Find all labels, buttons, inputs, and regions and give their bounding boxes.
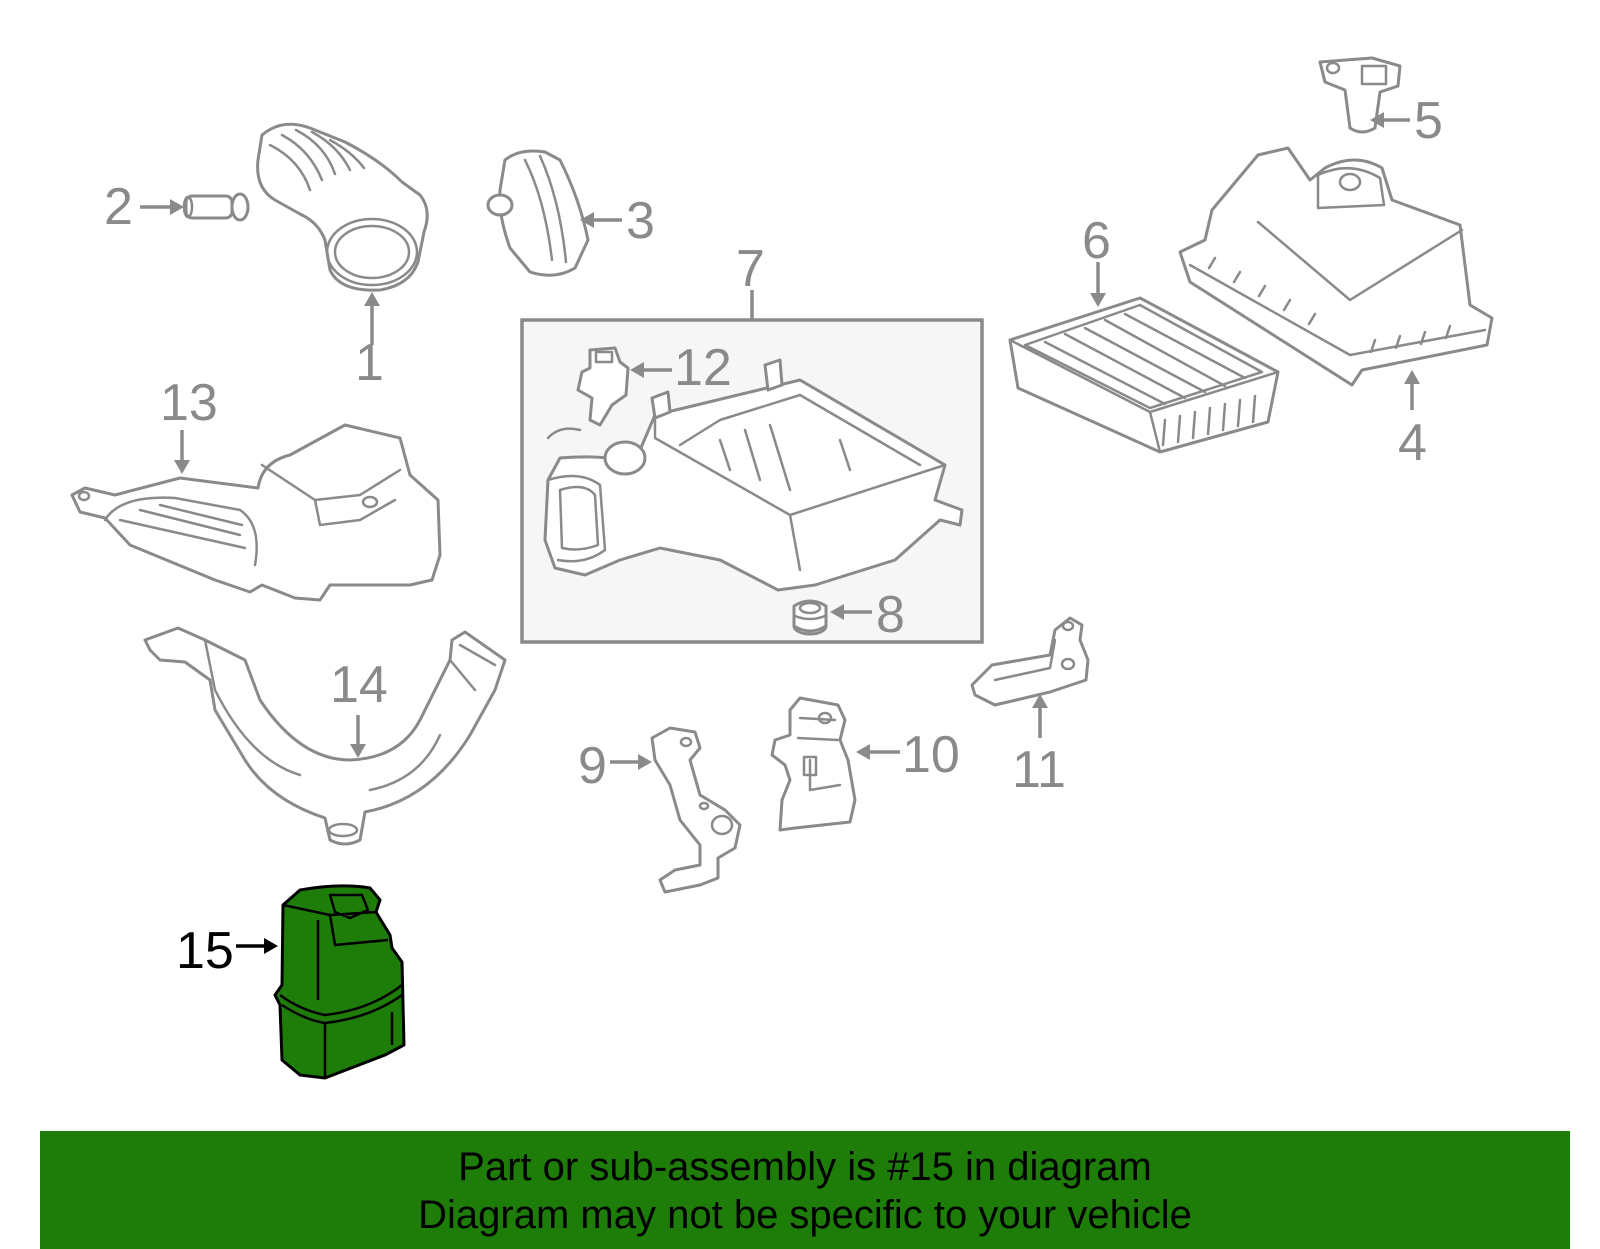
leader-4 [1404, 370, 1420, 410]
part-6-air-filter[interactable] [1008, 296, 1280, 454]
part-3-resonator[interactable] [486, 149, 590, 277]
leader-15 [236, 938, 278, 954]
part-4-cleaner-cover[interactable] [1178, 146, 1494, 387]
label-2: 2 [104, 178, 133, 236]
leader-12 [630, 362, 672, 378]
part-15-resonator-highlighted[interactable] [273, 884, 406, 1080]
part-9-bracket[interactable] [650, 726, 742, 894]
leader-8 [830, 604, 872, 620]
part-7-cleaner-case[interactable] [543, 358, 964, 592]
leader-1 [364, 292, 380, 345]
part-12-sensor[interactable] [576, 346, 630, 427]
part-10-bracket[interactable] [770, 696, 857, 832]
label-13: 13 [160, 374, 218, 432]
label-1: 1 [355, 334, 384, 392]
label-10: 10 [902, 726, 960, 784]
leader-2 [140, 199, 184, 215]
label-12: 12 [674, 339, 732, 397]
label-14: 14 [330, 656, 388, 714]
leader-10 [856, 744, 900, 760]
label-4: 4 [1398, 414, 1427, 472]
label-8: 8 [876, 586, 905, 644]
label-11: 11 [1012, 741, 1066, 799]
leader-14 [350, 715, 366, 758]
leader-13 [174, 430, 190, 474]
leader-9 [610, 754, 652, 770]
banner-line-2: Diagram may not be specific to your vehi… [418, 1193, 1192, 1237]
part-5-sensor[interactable] [1318, 56, 1402, 134]
part-11-bracket[interactable] [970, 616, 1090, 707]
label-3: 3 [626, 192, 655, 250]
label-15: 15 [176, 922, 234, 980]
part-13-inlet-duct[interactable] [70, 423, 442, 602]
banner-line-1: Part or sub-assembly is #15 in diagram [458, 1145, 1152, 1189]
leader-11 [1032, 694, 1048, 738]
part-1-intake-hose[interactable] [256, 122, 429, 292]
part-14-inlet-pipe[interactable] [143, 626, 507, 846]
label-5: 5 [1414, 92, 1443, 150]
part-2-grommet[interactable] [182, 192, 250, 222]
label-7: 7 [736, 240, 765, 298]
leader-5 [1370, 112, 1410, 128]
label-9: 9 [578, 737, 607, 795]
part-8-grommet[interactable] [792, 599, 828, 636]
leader-3 [580, 212, 622, 228]
info-banner: Part or sub-assembly is #15 in diagram D… [40, 1131, 1570, 1249]
label-6: 6 [1082, 212, 1111, 270]
leader-6 [1090, 262, 1106, 307]
